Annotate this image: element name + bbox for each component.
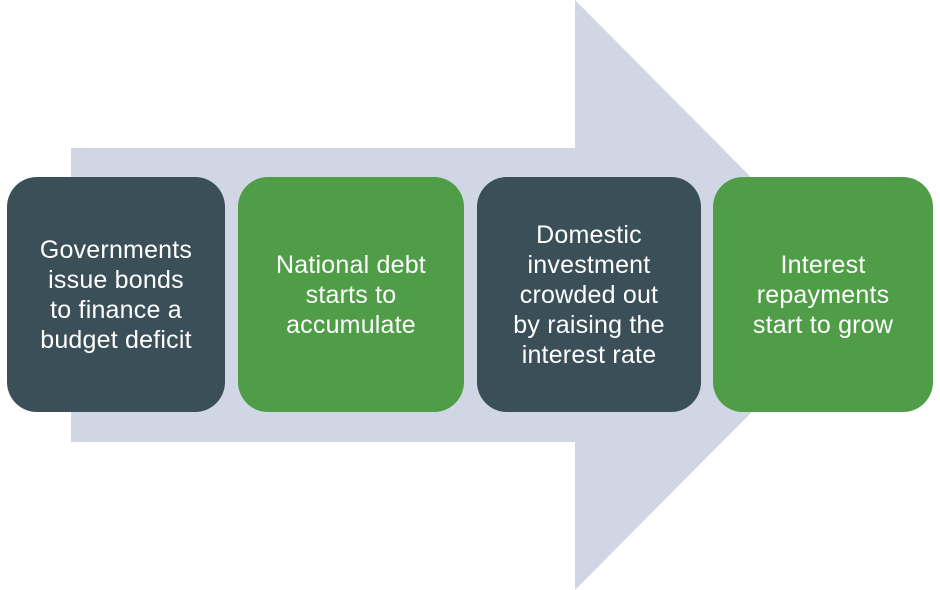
flow-step-label: Governments issue bonds to finance a bud… [39, 235, 193, 354]
flow-step-label: National debt starts to accumulate [276, 250, 426, 339]
flow-step-domestic-investment-crowded-out: Domestic investment crowded out by raisi… [477, 177, 701, 412]
flow-step-governments-issue-bonds: Governments issue bonds to finance a bud… [7, 177, 225, 412]
flow-step-label: Interest repayments start to grow [752, 250, 894, 339]
right-arrow-polygon [71, 0, 868, 590]
flow-step-national-debt-accumulates: National debt starts to accumulate [238, 177, 464, 412]
flow-step-interest-repayments-grow: Interest repayments start to grow [713, 177, 933, 412]
flow-step-label: Domestic investment crowded out by raisi… [513, 220, 665, 369]
